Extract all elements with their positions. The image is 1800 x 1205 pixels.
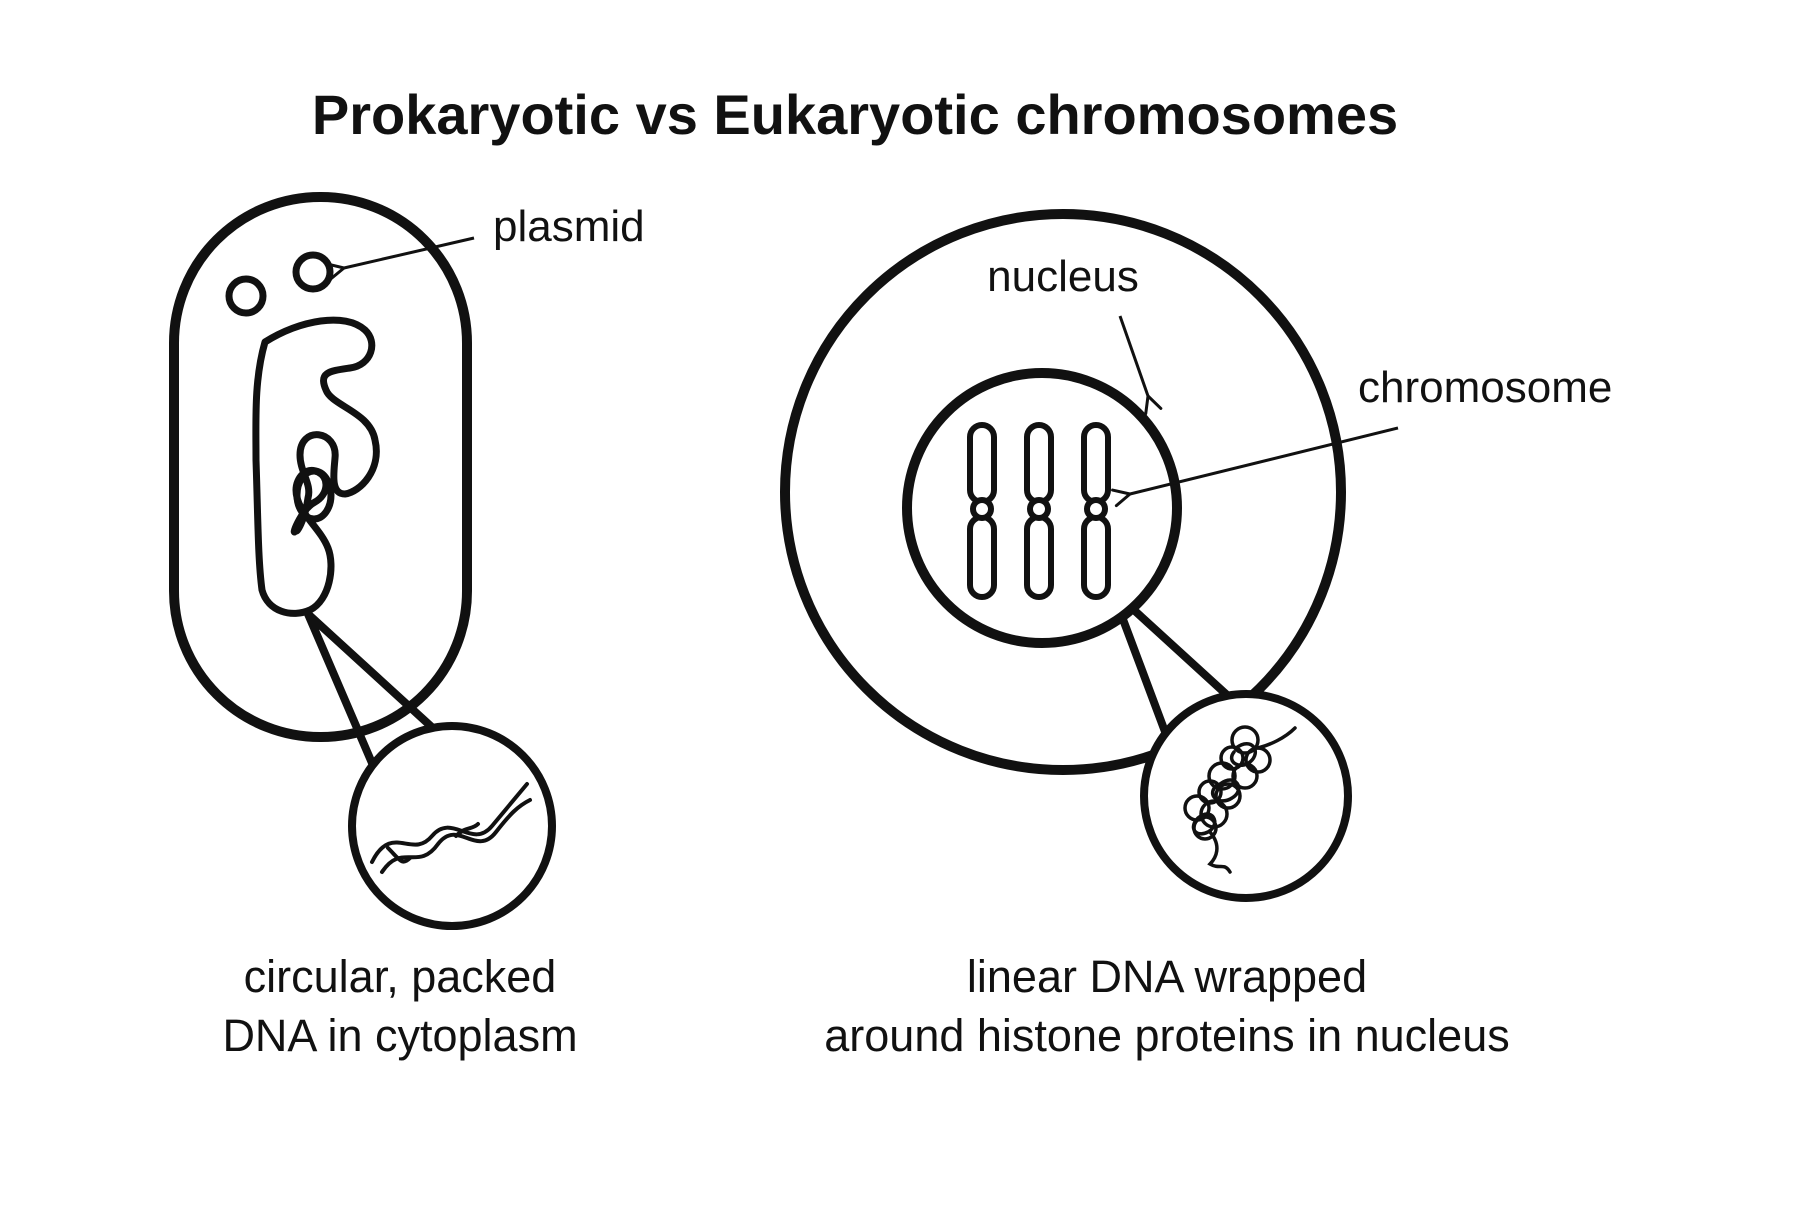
eukaryote-caption-line1: linear DNA wrapped <box>967 951 1367 1002</box>
plasmid-circle <box>292 251 334 293</box>
chromosome-label: chromosome <box>1358 363 1612 412</box>
eukaryote-zoom-lens <box>1140 690 1352 902</box>
eukaryote-cell-membrane <box>780 209 1346 775</box>
eukaryote-caption-line2: around histone proteins in nucleus <box>824 1010 1509 1061</box>
dna-double-helix <box>370 782 532 874</box>
chromosome <box>967 422 997 600</box>
chromosome-arrow <box>1111 426 1399 508</box>
nucleus-label: nucleus <box>987 252 1139 301</box>
nucleus-arrow <box>1118 315 1163 416</box>
chromosome-loop <box>293 467 335 523</box>
prokaryote-caption-line2: DNA in cytoplasm <box>222 1010 577 1061</box>
plasmid-arrow <box>325 236 475 281</box>
plasmid-circle <box>225 275 267 317</box>
plasmid-label: plasmid <box>493 202 645 251</box>
eukaryotic-cell: nucleus chromosome linear DNA wrapped ar… <box>780 209 1612 1061</box>
chromatin-histone-coils <box>1183 725 1297 874</box>
chromosome <box>1081 422 1111 600</box>
diagram-title: Prokaryotic vs Eukaryotic chromosomes <box>312 83 1398 146</box>
chromosome-group <box>967 422 1111 600</box>
prokaryote-caption-line1: circular, packed <box>244 951 557 1002</box>
prokaryote-zoom-lens <box>348 722 556 930</box>
prokaryotic-cell: plasmid circular, packed DNA in cytoplas… <box>169 192 645 1061</box>
bacterial-chromosome <box>252 316 380 617</box>
chromosome <box>1024 422 1054 600</box>
prokaryote-cell-membrane <box>169 192 472 742</box>
